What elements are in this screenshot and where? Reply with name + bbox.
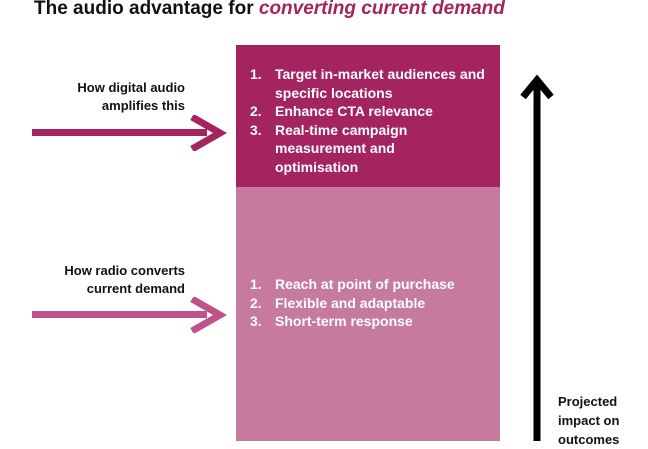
item-number: 1. bbox=[250, 276, 262, 292]
list-item: 3. Short-term response bbox=[250, 312, 500, 331]
list-item: 3. Real-time campaign measurement and opt… bbox=[250, 121, 425, 177]
label-line: Projected bbox=[558, 394, 618, 409]
item-number: 3. bbox=[250, 121, 262, 138]
radio-label: How radio converts current demand bbox=[25, 262, 185, 298]
page-title: The audio advantage for converting curre… bbox=[34, 0, 505, 20]
item-number: 1. bbox=[250, 66, 262, 82]
list-item: 2. Flexible and adaptable bbox=[250, 294, 500, 313]
digital-audio-label: How digital audio amplifies this bbox=[25, 79, 185, 115]
list-item: 2. Enhance CTA relevance bbox=[250, 102, 500, 121]
item-text: Reach at point of purchase bbox=[275, 276, 455, 292]
item-number: 2. bbox=[250, 103, 262, 119]
radio-list: 1. Reach at point of purchase 2. Flexible … bbox=[250, 275, 500, 331]
label-line: impact on bbox=[558, 413, 620, 428]
list-item: 1. Reach at point of purchase bbox=[250, 275, 500, 294]
label-line: current demand bbox=[86, 281, 185, 296]
arrow-right-icon bbox=[32, 297, 227, 333]
item-number: 2. bbox=[250, 294, 262, 311]
item-text: Real-time campaign measurement and optim… bbox=[275, 121, 408, 175]
label-line: How radio converts bbox=[64, 263, 185, 278]
item-text: Flexible and adaptable bbox=[275, 294, 426, 311]
item-text: Enhance CTA relevance bbox=[275, 103, 433, 119]
item-text: Target in-market audiences and specific … bbox=[275, 66, 485, 101]
arrow-up-icon bbox=[520, 74, 554, 441]
arrow-right-icon bbox=[32, 115, 227, 151]
digital-audio-box: 1. Target in-market audiences and specifi… bbox=[236, 45, 500, 187]
label-line: How digital audio bbox=[77, 80, 185, 95]
digital-audio-list: 1. Target in-market audiences and specifi… bbox=[250, 65, 500, 176]
item-text: Short-term response bbox=[275, 313, 413, 329]
label-line: outcomes bbox=[558, 432, 620, 447]
item-number: 3. bbox=[250, 313, 262, 329]
list-item: 1. Target in-market audiences and specifi… bbox=[250, 65, 500, 102]
label-line: amplifies this bbox=[101, 98, 185, 113]
title-highlight: converting current demand bbox=[258, 0, 505, 19]
projected-impact-label: Projected impact on outcomes bbox=[558, 392, 619, 449]
radio-box: 1. Reach at point of purchase 2. Flexible … bbox=[236, 187, 500, 441]
title-prefix: The audio advantage for bbox=[34, 0, 259, 19]
